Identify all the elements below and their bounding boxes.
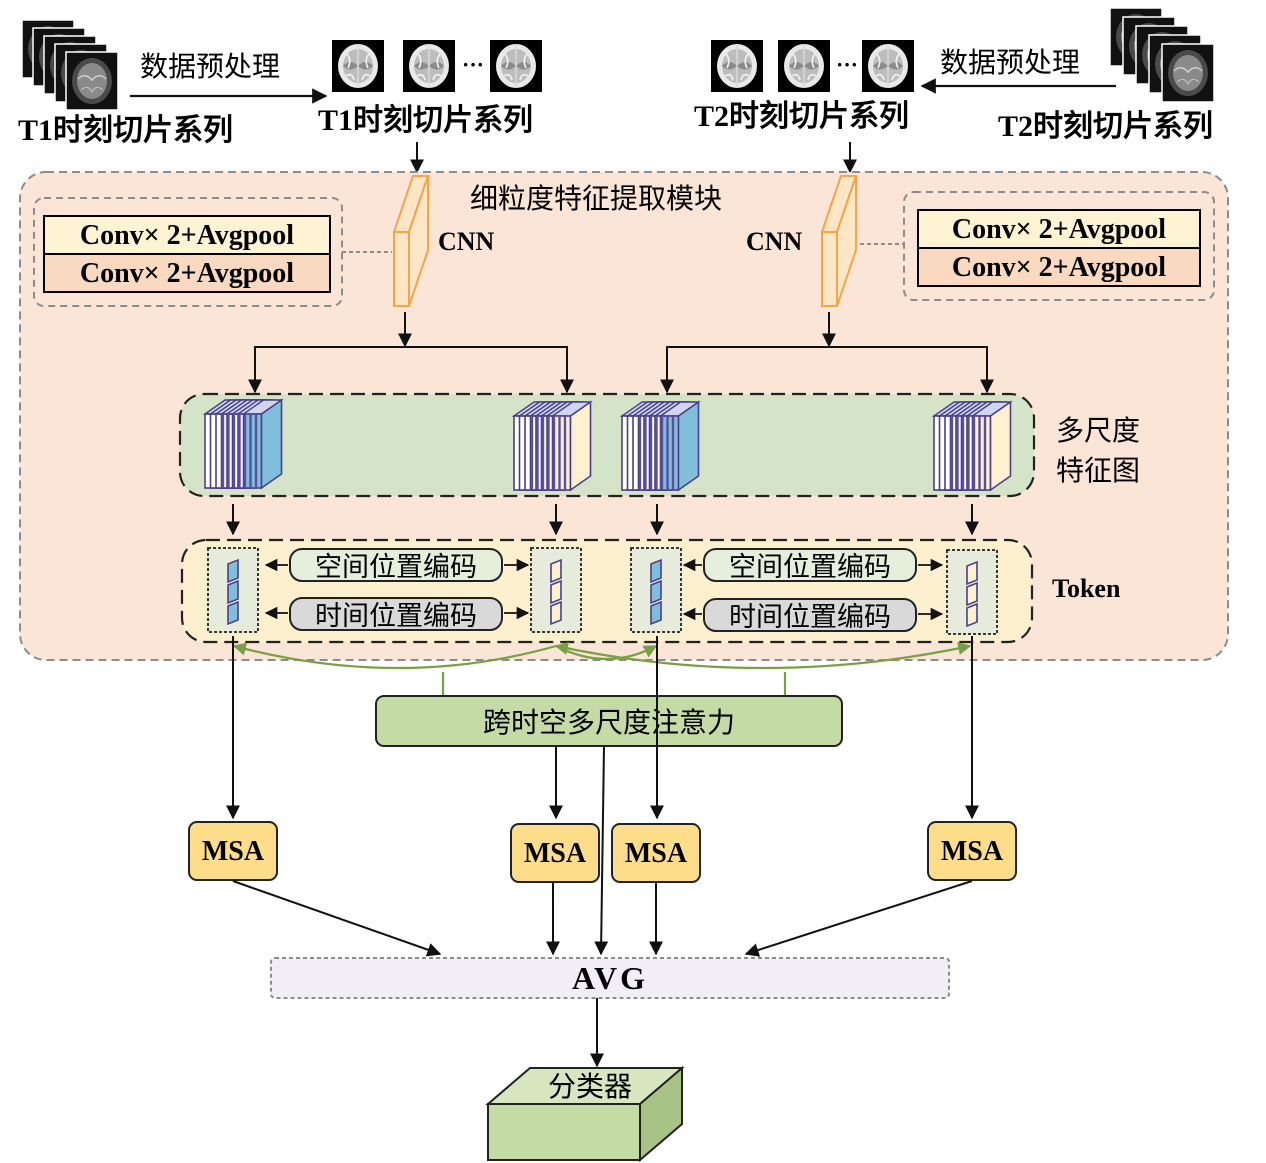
temporal-encoding-right [703,598,917,632]
msa-4-label: MSA [941,836,1004,867]
feature-map-t2-a [619,400,701,492]
spatial-encoding-right-label: 空间位置编码 [729,552,891,583]
msa-1-label: MSA [202,836,265,867]
t1-slices-label: T1时刻切片系列 [318,104,533,137]
msa-2-label: MSA [524,838,587,869]
cross-attention-label: 跨时空多尺度注意力 [483,706,735,739]
conv-box-left-2 [43,253,331,293]
feature-to-token-arrows [226,504,979,536]
conv-left-1-label: Conv× 2+Avgpool [80,220,294,251]
preprocess-right-label: 数据预处理 [940,46,1080,79]
encoding-arrows [264,558,944,621]
avg-label: AVG [572,960,648,996]
conv-group-left [33,197,343,307]
classifier-box [485,1065,685,1163]
feature-map-t1-a [202,398,284,490]
t1-slice-series [331,39,543,93]
feature-map-band [178,392,1036,498]
conv-left-2-label: Conv× 2+Avgpool [80,258,294,289]
spatial-encoding-right [703,548,917,582]
preprocess-left-label: 数据预处理 [140,50,280,83]
conv-right-1-label: Conv× 2+Avgpool [952,214,1166,245]
cnn-block-right [820,175,858,307]
t2-slices-label: T2时刻切片系列 [694,100,909,133]
token-to-msa-arrows [226,636,979,956]
spatial-encoding-left-label: 空间位置编码 [315,552,477,583]
cnn-left-label: CNN [438,227,495,256]
conv-right-2-label: Conv× 2+Avgpool [952,252,1166,283]
cross-attention-box [375,695,843,747]
cnn-block-left [392,175,430,307]
token-t2-a [630,547,682,633]
msa-box-2 [510,823,600,883]
msa-3-label: MSA [625,838,688,869]
t1-source-label: T1时刻切片系列 [18,114,233,147]
avg-box [270,957,950,999]
conv-box-right-1 [917,209,1201,249]
conv-group-right [903,191,1215,301]
spatial-encoding-left [289,548,503,582]
msa-box-1 [188,821,278,881]
token-t1-b [530,547,582,633]
token-t1-a [207,547,259,633]
t2-ellipsis: ··· [836,52,858,77]
t2-source-stack [1109,7,1215,103]
temporal-encoding-left [289,597,503,631]
feature-map-t2-b [931,400,1013,492]
classifier-label: 分类器 [548,1070,632,1103]
msa-to-avg-arrows [232,880,973,957]
temporal-encoding-left-label: 时间位置编码 [315,601,477,632]
msa-box-4 [927,821,1017,881]
t1-source-stack [21,19,119,111]
module-title: 细粒度特征提取模块 [470,182,722,215]
cnn-branch-arrows [248,312,994,394]
t2-slice-series [710,39,915,93]
t1-ellipsis: ··· [462,52,484,77]
cnn-right-label: CNN [746,227,803,256]
cross-attention-links [232,642,972,696]
conv-box-right-2 [917,247,1201,287]
temporal-encoding-right-label: 时间位置编码 [729,602,891,633]
feature-map-t1-b [511,400,593,492]
msa-box-3 [611,823,701,883]
t2-source-label: T2时刻切片系列 [998,110,1213,143]
token-t2-b [946,549,998,635]
multiscale-label-2: 特征图 [1056,454,1140,487]
multiscale-label-1: 多尺度 [1056,414,1140,447]
token-label: Token [1052,574,1121,603]
